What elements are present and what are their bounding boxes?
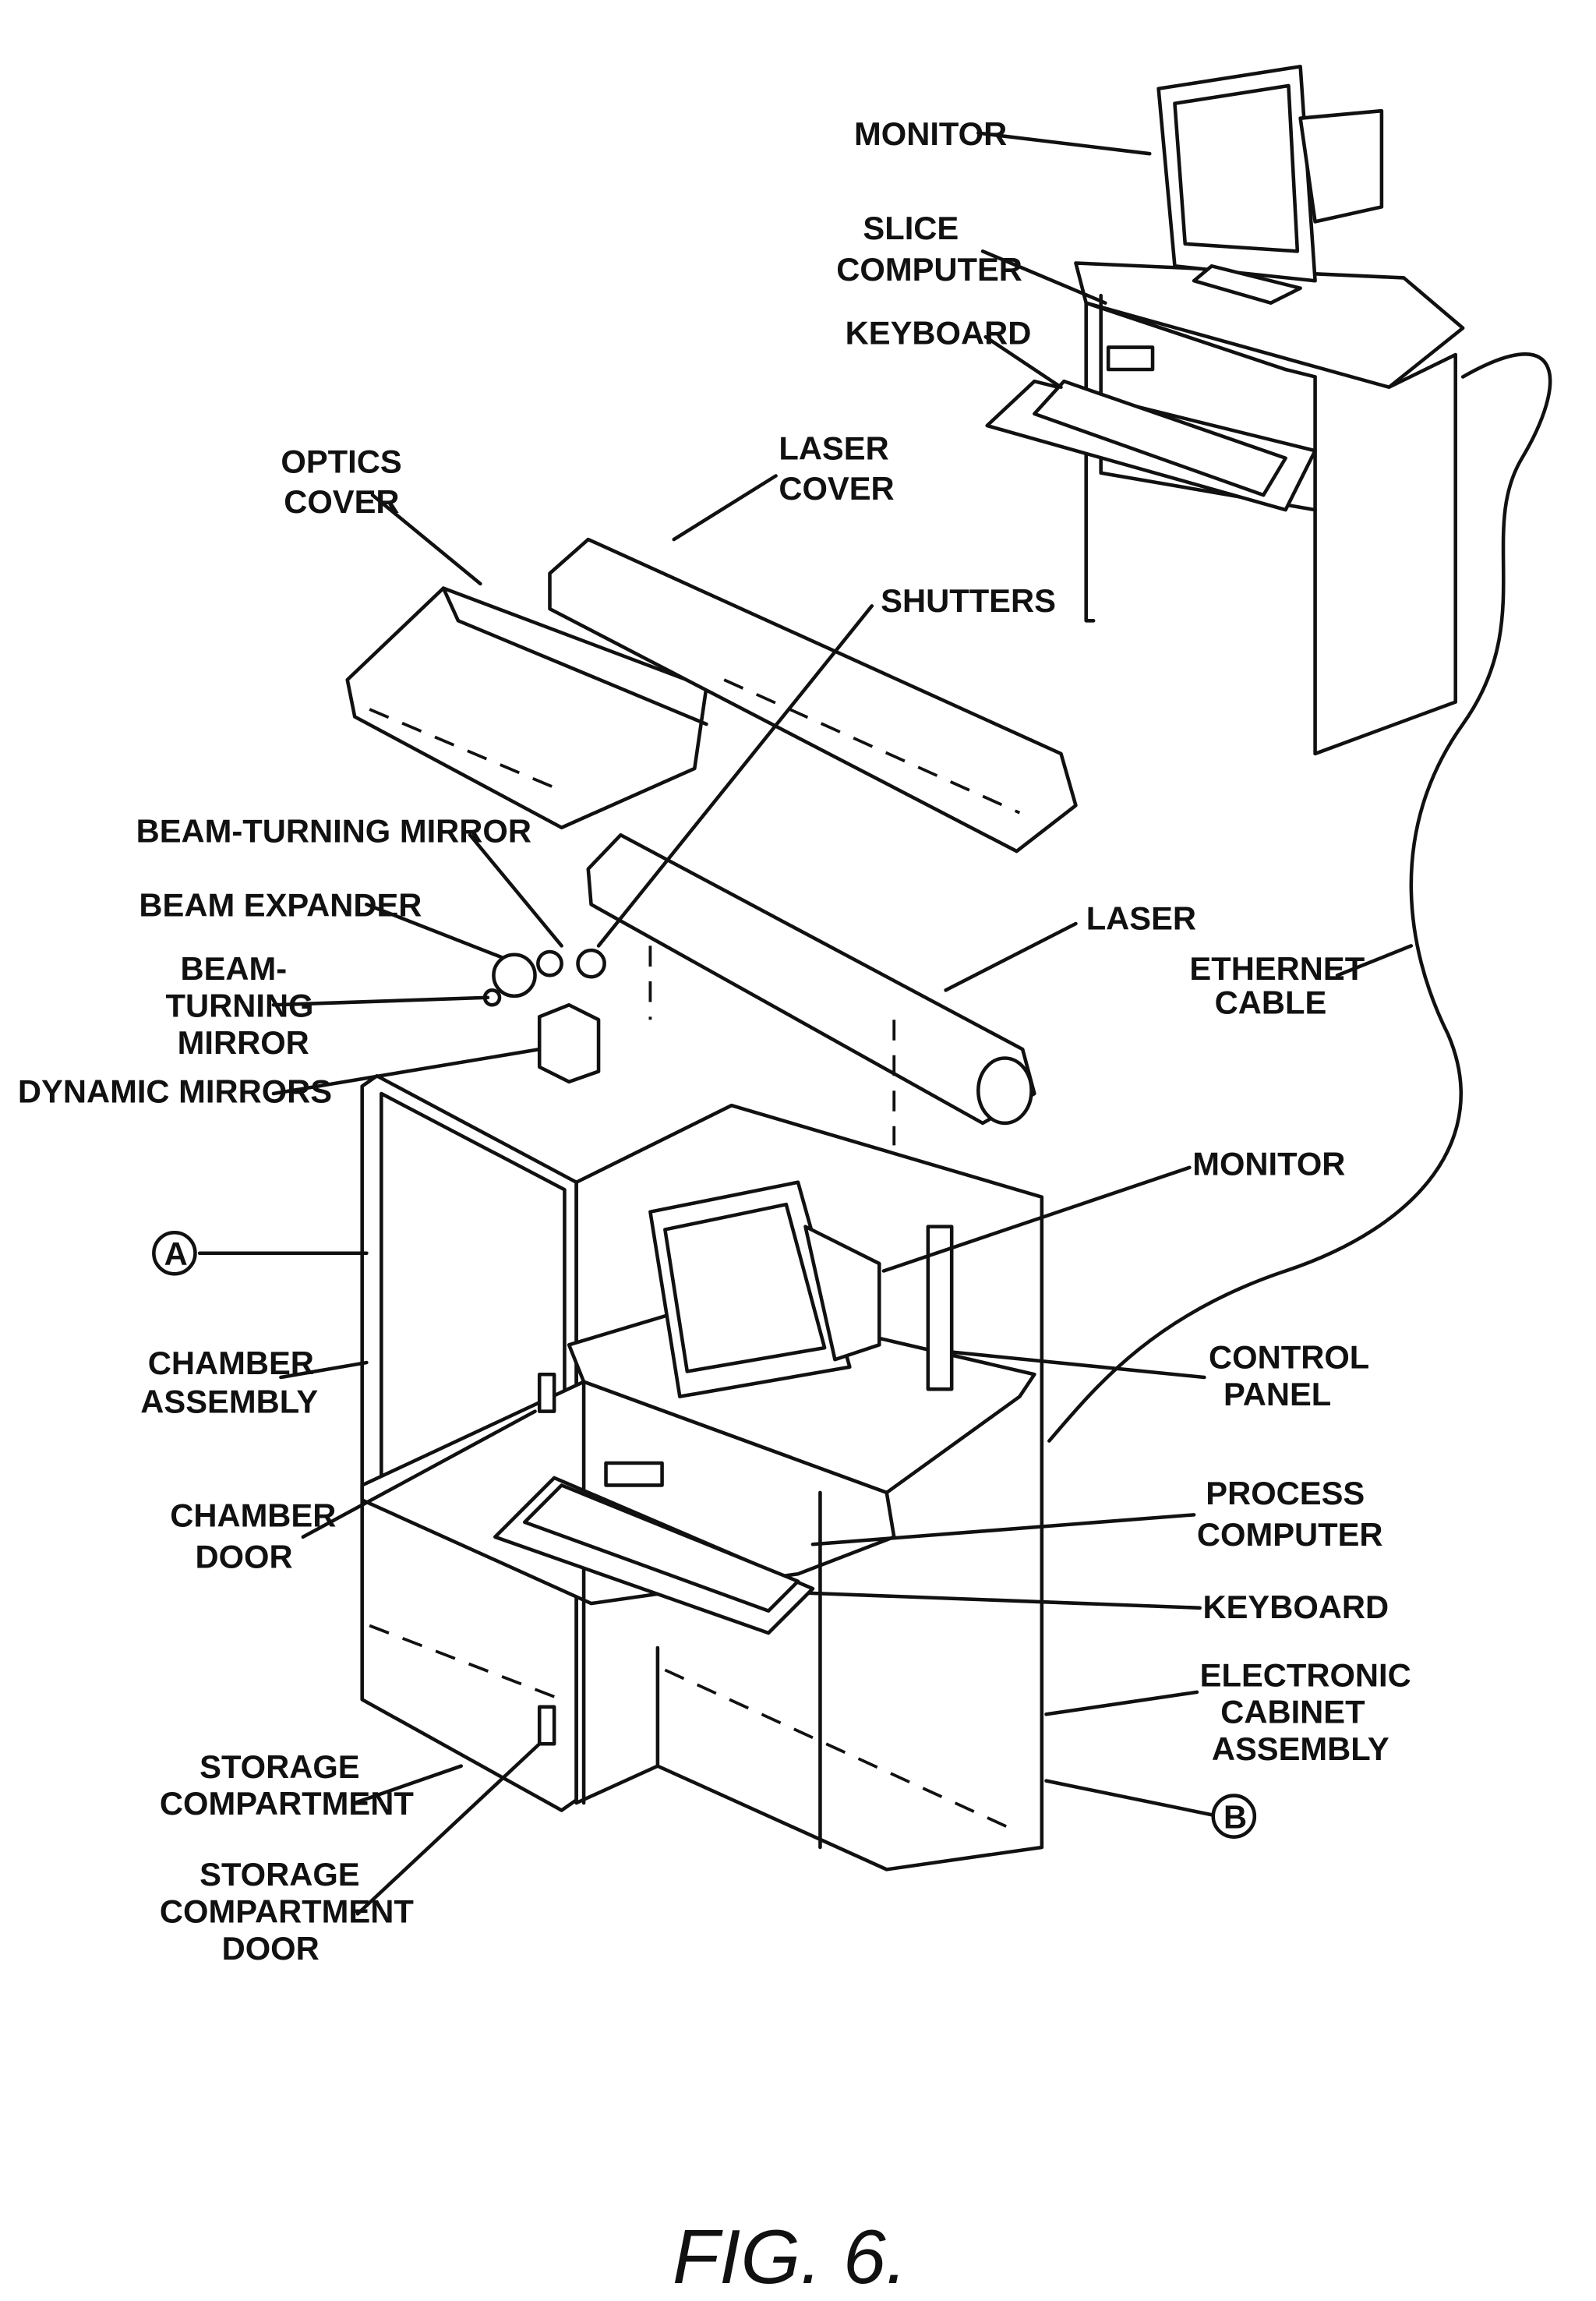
label-process-computer: PROCESS (1206, 1475, 1365, 1511)
ethernet-cable (1049, 354, 1550, 1440)
label-slice-computer: SLICE (863, 210, 959, 246)
label-shutters: SHUTTERS (881, 582, 1056, 619)
label-chamber-door: CHAMBER (170, 1497, 336, 1534)
label-electronic-cabinet: CABINET (1220, 1694, 1365, 1730)
label-ref-b: B (1223, 1798, 1247, 1835)
main-cabinet (362, 1076, 1042, 1869)
label-optics-cover: COVER (284, 483, 399, 520)
label-storage-compartment-door: COMPARTMENT (160, 1893, 414, 1930)
label-laser-cover: COVER (779, 470, 894, 507)
label-beam-turning-mirror-2: MIRROR (178, 1024, 309, 1061)
label-keyboard-main: KEYBOARD (1202, 1589, 1389, 1625)
label-beam-expander: BEAM EXPANDER (139, 886, 422, 923)
label-monitor-top: MONITOR (854, 115, 1007, 152)
label-storage-compartment-door: STORAGE (200, 1856, 359, 1893)
label-ethernet-cable: ETHERNET (1189, 950, 1365, 987)
label-laser-cover: LASER (779, 430, 888, 467)
label-process-computer: COMPUTER (1197, 1516, 1383, 1553)
label-chamber-door: DOOR (195, 1539, 292, 1575)
storage-door-handle (539, 1707, 554, 1744)
label-electronic-cabinet: ASSEMBLY (1212, 1730, 1389, 1767)
label-control-panel: PANEL (1223, 1376, 1331, 1412)
label-ref-a: A (164, 1235, 188, 1272)
figure-caption: FIG. 6. (673, 2214, 907, 2299)
label-storage-compartment-door: DOOR (222, 1930, 320, 1967)
label-storage-compartment: COMPARTMENT (160, 1785, 414, 1822)
chamber-door-handle (539, 1374, 554, 1411)
label-chamber-assembly: ASSEMBLY (140, 1384, 318, 1420)
label-beam-turning-mirror: BEAM-TURNING MIRROR (136, 813, 531, 850)
label-keyboard-top: KEYBOARD (846, 315, 1032, 352)
label-control-panel: CONTROL (1209, 1339, 1369, 1376)
slice-computer-station (987, 66, 1463, 754)
label-beam-turning-mirror-2: BEAM- (180, 950, 287, 987)
label-electronic-cabinet: ELECTRONIC (1200, 1656, 1411, 1693)
label-dynamic-mirrors: DYNAMIC MIRRORS (18, 1073, 332, 1109)
label-ethernet-cable: CABLE (1215, 984, 1327, 1021)
label-laser: LASER (1086, 900, 1196, 937)
labels: MONITOR SLICE COMPUTER KEYBOARD OPTICS C… (18, 115, 1411, 1967)
label-beam-turning-mirror-2: TURNING (166, 987, 314, 1023)
label-slice-computer: COMPUTER (836, 251, 1022, 288)
label-storage-compartment: STORAGE (200, 1748, 359, 1785)
label-chamber-assembly: CHAMBER (148, 1345, 314, 1381)
label-monitor-main: MONITOR (1192, 1145, 1345, 1182)
label-optics-cover: OPTICS (281, 444, 401, 480)
dynamic-mirrors (539, 1005, 598, 1082)
